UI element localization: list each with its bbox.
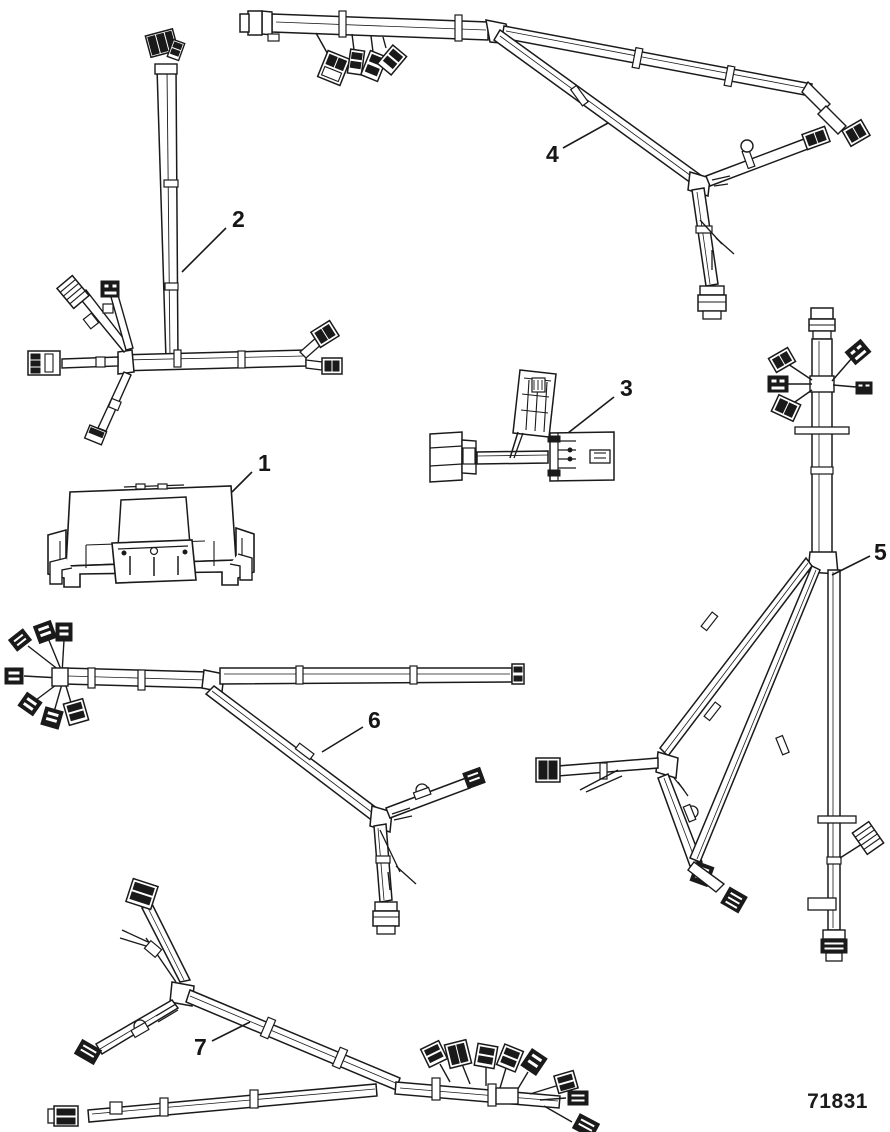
component-6-harness-lower-left bbox=[4, 619, 525, 935]
component-2-harness-t-branch bbox=[27, 27, 343, 446]
component-1-engine-control-module bbox=[47, 483, 255, 588]
callout-number-7: 7 bbox=[194, 1034, 207, 1060]
leader-line-3 bbox=[567, 396, 615, 434]
leader-line-6 bbox=[321, 726, 364, 753]
callout-number-5: 5 bbox=[874, 539, 887, 565]
callout-number-2: 2 bbox=[232, 206, 245, 232]
part-number: 71831 bbox=[807, 1090, 868, 1113]
callout-number-1: 1 bbox=[258, 450, 271, 476]
leader-line-2 bbox=[181, 227, 227, 273]
component-4-harness-upper-right bbox=[239, 10, 872, 320]
callout-number-3: 3 bbox=[620, 375, 633, 401]
component-5-harness-vertical-tripod bbox=[535, 307, 885, 962]
callout-number-6: 6 bbox=[368, 707, 381, 733]
callout-number-4: 4 bbox=[546, 141, 559, 167]
leader-line-1 bbox=[231, 471, 253, 493]
leader-line-4 bbox=[562, 122, 609, 149]
component-7-harness-bottom bbox=[47, 877, 601, 1132]
leader-line-7 bbox=[211, 1021, 251, 1042]
leader-line-5 bbox=[831, 555, 871, 576]
callout-leader-lines bbox=[181, 122, 871, 1042]
component-3-adapter-jumper-harness bbox=[429, 369, 615, 483]
